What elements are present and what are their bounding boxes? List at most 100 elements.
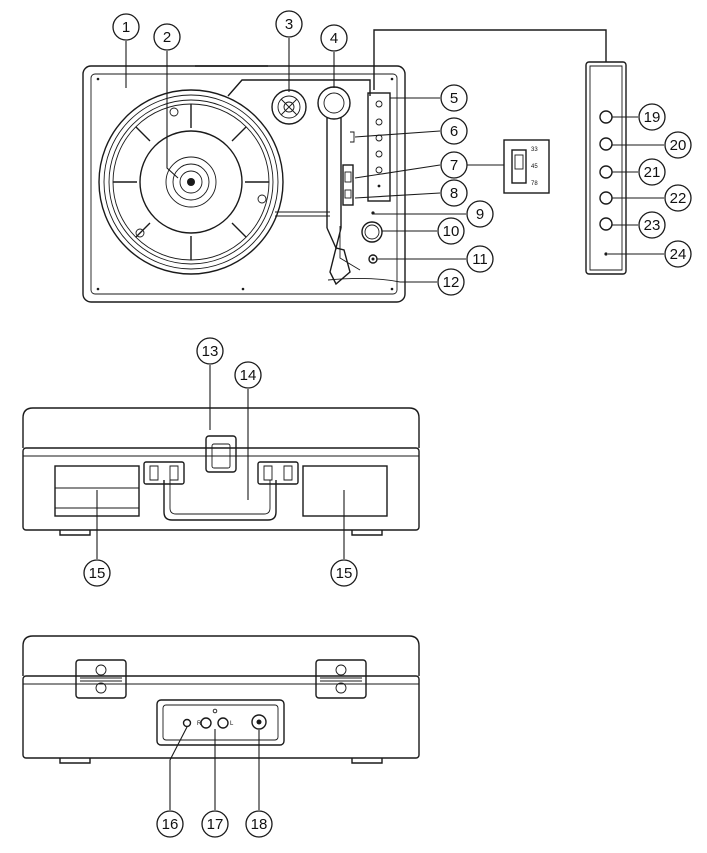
callout-16: 15 bbox=[330, 559, 358, 587]
callout-21: 20 bbox=[664, 131, 692, 159]
callout-circle bbox=[664, 240, 692, 268]
callout-label: 1 bbox=[122, 19, 130, 36]
platter bbox=[98, 89, 284, 275]
back-view: R L bbox=[22, 635, 420, 764]
side-button-3 bbox=[599, 165, 613, 179]
callout-24: 23 bbox=[638, 211, 666, 239]
callout-label: 18 bbox=[251, 816, 268, 833]
cartridge bbox=[329, 247, 351, 286]
callout-label: 17 bbox=[207, 816, 224, 833]
volume-knob bbox=[361, 221, 383, 243]
control-strip bbox=[342, 92, 391, 206]
callout-circle bbox=[275, 10, 303, 38]
callout-label: 7 bbox=[450, 157, 458, 174]
control-panel bbox=[367, 92, 391, 202]
callout-label: 19 bbox=[644, 109, 661, 126]
callout-circle bbox=[330, 559, 358, 587]
callout-circle bbox=[440, 84, 468, 112]
callout-4: 4 bbox=[320, 24, 348, 52]
callout-10: 10 bbox=[437, 217, 465, 245]
record-adapter bbox=[271, 89, 307, 125]
front-lid bbox=[22, 407, 420, 448]
callout-label: 3 bbox=[285, 16, 293, 33]
callout-20: 19 bbox=[638, 103, 666, 131]
indicator-led bbox=[371, 211, 375, 215]
callout-circle bbox=[638, 158, 666, 186]
callout-17: 16 bbox=[156, 810, 184, 838]
headphone-jack bbox=[368, 254, 378, 264]
callout-1: 1 bbox=[112, 13, 140, 41]
callout-6: 6 bbox=[440, 117, 468, 145]
callout-circle bbox=[112, 13, 140, 41]
rear-panel bbox=[156, 699, 285, 746]
speaker-right bbox=[302, 465, 388, 517]
platter-label-area bbox=[139, 130, 243, 234]
side-button-4 bbox=[599, 191, 613, 205]
callout-label: 4 bbox=[330, 30, 338, 47]
callout-circle bbox=[437, 217, 465, 245]
callout-14: 14 bbox=[234, 361, 262, 389]
front-view bbox=[22, 407, 420, 536]
side-button-1 bbox=[599, 110, 613, 124]
callout-circle bbox=[201, 810, 229, 838]
callout-label: 15 bbox=[89, 565, 106, 582]
platter-rim bbox=[98, 89, 284, 275]
callout-circle bbox=[437, 268, 465, 296]
back-hinge-right bbox=[315, 659, 367, 699]
callout-23: 22 bbox=[664, 184, 692, 212]
dc-jack bbox=[182, 718, 192, 728]
side-panel-led bbox=[604, 252, 608, 256]
back-body bbox=[22, 675, 420, 759]
side-panel-detail bbox=[373, 29, 627, 275]
callout-label: 6 bbox=[450, 123, 458, 140]
callout-label: 8 bbox=[450, 185, 458, 202]
callout-11: 11 bbox=[466, 245, 494, 273]
callout-15: 15 bbox=[83, 559, 111, 587]
callout-13: 13 bbox=[196, 337, 224, 365]
corner-screws bbox=[96, 77, 394, 291]
speed-selector bbox=[342, 164, 354, 206]
callout-label: 10 bbox=[443, 223, 460, 240]
callout-label: 5 bbox=[450, 90, 458, 107]
callout-label: 12 bbox=[443, 274, 460, 291]
callout-circle bbox=[234, 361, 262, 389]
speed-33-label: 33 bbox=[531, 147, 538, 153]
callout-label: 16 bbox=[162, 816, 179, 833]
top-view bbox=[82, 65, 406, 303]
callout-label: 20 bbox=[670, 137, 687, 154]
callout-circle bbox=[440, 151, 468, 179]
tonearm bbox=[317, 86, 401, 286]
callout-circle bbox=[638, 211, 666, 239]
callout-circle bbox=[320, 24, 348, 52]
rca-left-label: L bbox=[230, 721, 234, 727]
callout-5: 5 bbox=[440, 84, 468, 112]
side-button-2 bbox=[599, 137, 613, 151]
callout-circle bbox=[196, 337, 224, 365]
rca-left bbox=[217, 717, 229, 729]
callout-9: 9 bbox=[466, 200, 494, 228]
callout-3: 3 bbox=[275, 10, 303, 38]
side-panel-connector bbox=[373, 29, 607, 90]
callout-label: 11 bbox=[472, 251, 488, 268]
power-switch bbox=[251, 714, 267, 730]
speed-switch-detail: 33 45 78 bbox=[503, 139, 550, 194]
side-button-5 bbox=[599, 217, 613, 231]
callout-label: 23 bbox=[644, 217, 661, 234]
carry-handle bbox=[163, 480, 277, 521]
callout-circle bbox=[440, 117, 468, 145]
callout-12: 12 bbox=[437, 268, 465, 296]
leader-lines bbox=[96, 38, 664, 810]
rca-right bbox=[200, 717, 212, 729]
callout-circle bbox=[153, 23, 181, 51]
back-lid bbox=[22, 635, 420, 676]
side-panel bbox=[585, 61, 627, 275]
callout-circle bbox=[664, 131, 692, 159]
callout-2: 2 bbox=[153, 23, 181, 51]
callout-label: 22 bbox=[670, 190, 687, 207]
callout-label: 21 bbox=[644, 164, 661, 181]
callout-circle bbox=[638, 103, 666, 131]
callout-label: 2 bbox=[163, 29, 171, 46]
front-body bbox=[22, 447, 420, 531]
